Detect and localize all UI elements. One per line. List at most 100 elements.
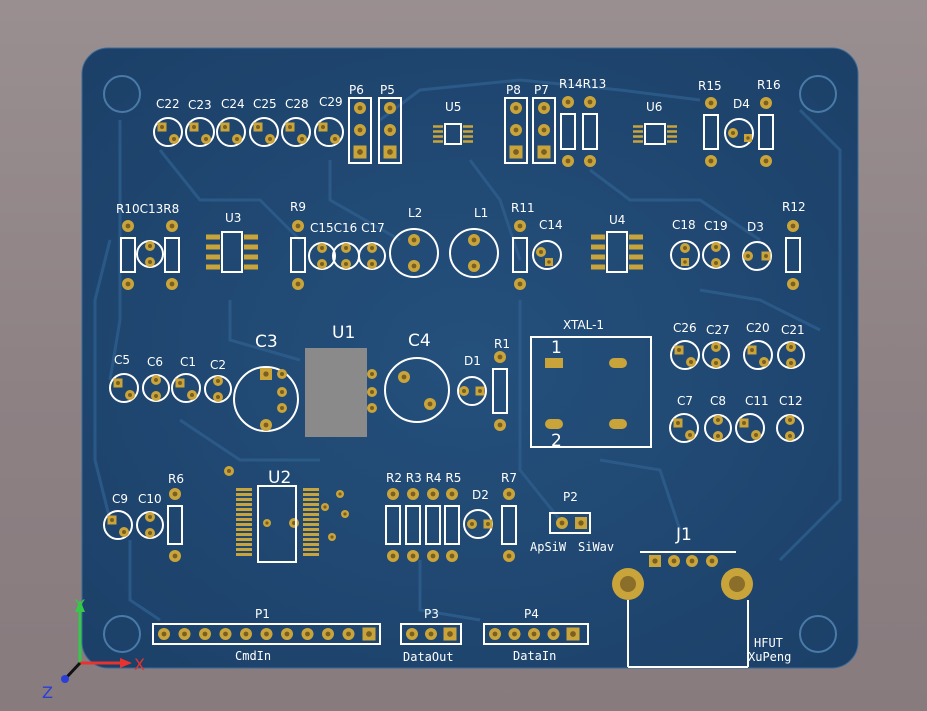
th-hole: [122, 530, 126, 534]
smd-pad[interactable]: [303, 488, 319, 491]
smd-pad[interactable]: [633, 130, 643, 133]
capacitor-outline: [532, 240, 562, 270]
smd-pad[interactable]: [236, 518, 252, 521]
smd-pad[interactable]: [433, 125, 443, 128]
smd-pad[interactable]: [303, 538, 319, 541]
smd-pad[interactable]: [206, 264, 220, 270]
y-axis-arrow: [75, 600, 85, 612]
smd-pad[interactable]: [463, 125, 473, 128]
smd-pad[interactable]: [206, 244, 220, 250]
smd-pad[interactable]: [236, 543, 252, 546]
capacitor-outline: [670, 340, 700, 370]
th-hole: [182, 631, 187, 637]
smd-pad[interactable]: [633, 125, 643, 128]
smd-pad[interactable]: [236, 493, 252, 496]
smd-pad[interactable]: [591, 254, 605, 260]
smd-pad[interactable]: [667, 125, 677, 128]
smd-pad[interactable]: [303, 553, 319, 556]
th-hole: [478, 389, 482, 393]
smd-pad[interactable]: [236, 513, 252, 516]
th-hole: [671, 558, 677, 564]
th-hole: [689, 558, 695, 564]
smd-pad[interactable]: [591, 244, 605, 250]
th-hole: [128, 393, 132, 397]
xtal-pad[interactable]: [609, 358, 627, 368]
smd-pad[interactable]: [633, 135, 643, 138]
smd-pad[interactable]: [236, 538, 252, 541]
smd-pad[interactable]: [303, 508, 319, 511]
smd-pad[interactable]: [303, 533, 319, 536]
smd-pad[interactable]: [667, 130, 677, 133]
smd-pad[interactable]: [206, 254, 220, 260]
smd-pad[interactable]: [629, 254, 643, 260]
smd-pad[interactable]: [236, 548, 252, 551]
smd-pad[interactable]: [463, 140, 473, 143]
smd-pad[interactable]: [433, 130, 443, 133]
smd-pad[interactable]: [667, 135, 677, 138]
smd-pad[interactable]: [629, 234, 643, 240]
smd-pad[interactable]: [236, 503, 252, 506]
smd-pad[interactable]: [236, 528, 252, 531]
th-hole: [731, 131, 735, 135]
smd-pad[interactable]: [244, 264, 258, 270]
smd-pad[interactable]: [244, 244, 258, 250]
th-hole: [265, 521, 269, 525]
th-hole: [708, 100, 714, 106]
capacitor-outline: [171, 373, 201, 403]
th-hole: [243, 631, 249, 637]
smd-pad[interactable]: [591, 264, 605, 270]
smd-pad[interactable]: [236, 508, 252, 511]
smd-pad[interactable]: [463, 130, 473, 133]
smd-pad[interactable]: [303, 493, 319, 496]
smd-pad[interactable]: [244, 254, 258, 260]
smd-pad[interactable]: [236, 498, 252, 501]
smd-pad[interactable]: [236, 553, 252, 556]
smd-pad[interactable]: [236, 488, 252, 491]
smd-pad[interactable]: [303, 518, 319, 521]
xtal-pin1-label: 1: [551, 338, 562, 358]
smd-pad[interactable]: [303, 498, 319, 501]
smd-pad[interactable]: [591, 234, 605, 240]
smd-pad[interactable]: [236, 523, 252, 526]
u1-chip-body[interactable]: [305, 348, 367, 437]
th-hole: [430, 553, 436, 559]
smd-pad[interactable]: [433, 140, 443, 143]
label-c21: C21: [781, 323, 805, 337]
resistor-outline: [444, 505, 460, 545]
smd-pad[interactable]: [303, 513, 319, 516]
smd-pad[interactable]: [629, 264, 643, 270]
smd-pad[interactable]: [244, 234, 258, 240]
th-hole: [486, 522, 490, 526]
label-r11: R11: [511, 201, 535, 215]
mounting-hole: [103, 75, 141, 113]
th-hole: [409, 631, 415, 637]
smd-pad[interactable]: [433, 135, 443, 138]
xtal-pad[interactable]: [609, 419, 627, 429]
th-hole: [551, 631, 556, 637]
resistor-outline: [164, 237, 180, 273]
xtal-pad[interactable]: [545, 358, 563, 368]
smd-pad[interactable]: [303, 548, 319, 551]
th-hole: [370, 390, 374, 394]
smd-pad[interactable]: [303, 528, 319, 531]
smd-pad[interactable]: [303, 503, 319, 506]
smd-pad[interactable]: [303, 543, 319, 546]
th-hole: [570, 631, 576, 637]
th-hole: [268, 137, 272, 141]
smd-pad[interactable]: [667, 140, 677, 143]
xtal-pad[interactable]: [545, 419, 563, 429]
label-cmdin: CmdIn: [235, 649, 271, 663]
smd-pad[interactable]: [463, 135, 473, 138]
smd-pad[interactable]: [633, 140, 643, 143]
axis-gizmo[interactable]: Y X Z: [42, 596, 145, 702]
smd-pad[interactable]: [303, 523, 319, 526]
th-hole: [497, 354, 503, 360]
th-hole: [223, 125, 227, 129]
smd-pad[interactable]: [206, 234, 220, 240]
th-hole: [370, 262, 374, 266]
smd-pad[interactable]: [629, 244, 643, 250]
th-hole: [154, 394, 158, 398]
th-hole: [449, 553, 455, 559]
smd-pad[interactable]: [236, 533, 252, 536]
